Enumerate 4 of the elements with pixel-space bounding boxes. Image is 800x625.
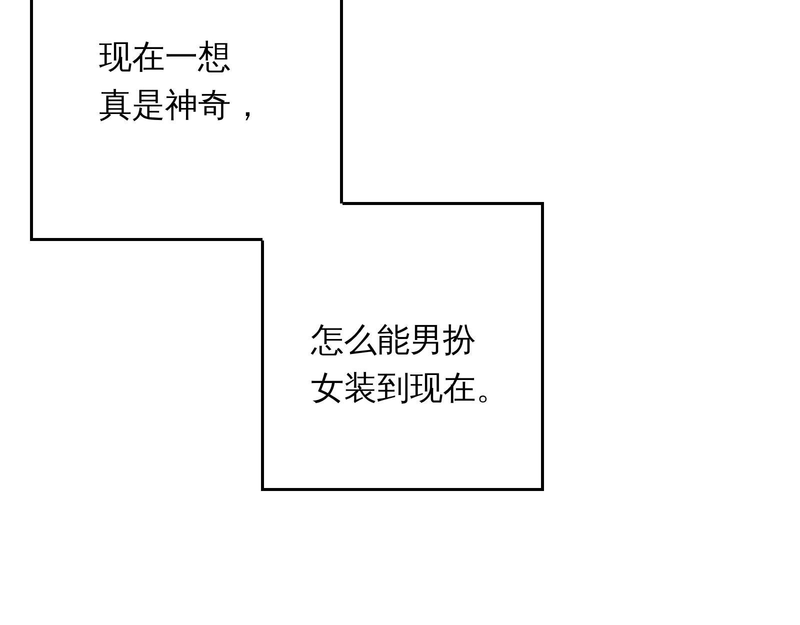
- caption-text: 现在一想真是神奇，: [99, 36, 264, 126]
- caption-box: [30, 0, 343, 241]
- caption-box: [261, 202, 544, 491]
- caption-text: 怎么能男扮女装到现在。: [311, 319, 509, 409]
